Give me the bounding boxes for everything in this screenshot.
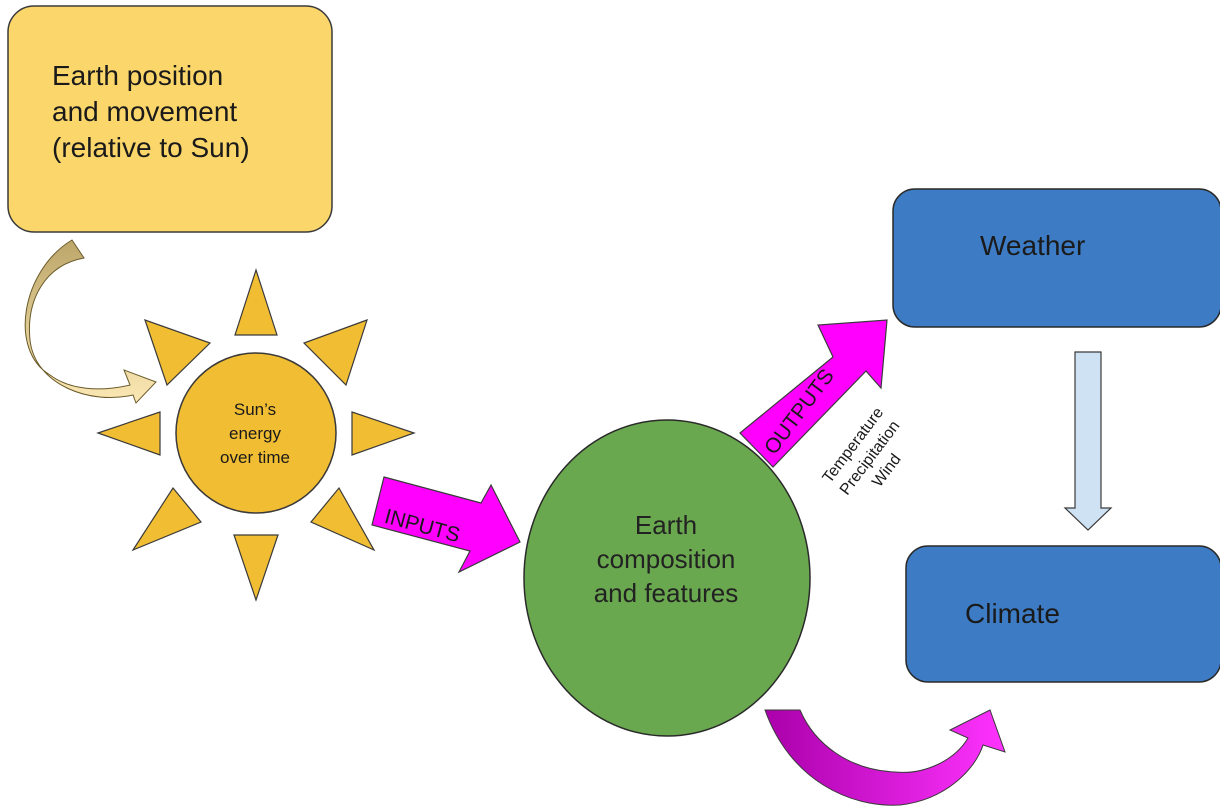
climate-box bbox=[905, 545, 1220, 683]
sun-ray-top-left bbox=[144, 319, 212, 387]
sun-ray-bottom bbox=[233, 534, 279, 602]
outputs-arrow bbox=[739, 319, 888, 468]
sun-ray-top-right bbox=[302, 319, 368, 387]
earth-position-line: Earth position bbox=[52, 60, 224, 91]
earth-position-label: Earth position and movement (relative to… bbox=[52, 58, 322, 166]
sun-circle bbox=[175, 352, 337, 514]
earth-composition-line: composition bbox=[596, 544, 736, 574]
sun-ray-left bbox=[96, 411, 161, 456]
sun-label-line: Sun’s bbox=[233, 400, 277, 419]
sun-rays bbox=[96, 268, 416, 602]
earth-composition-line: and features bbox=[593, 578, 739, 608]
earth-position-box bbox=[7, 5, 333, 233]
earth-to-climate-curved-arrow bbox=[764, 709, 1006, 806]
sun-ray-right bbox=[351, 411, 416, 456]
sun-label: Sun’s energy over time bbox=[190, 398, 320, 470]
earth-position-line: and movement bbox=[52, 96, 238, 127]
earth-position-line: (relative to Sun) bbox=[52, 132, 250, 163]
sun-ray-bottom-right bbox=[310, 486, 376, 552]
sun-ray-bottom-left bbox=[131, 486, 202, 552]
weather-box bbox=[892, 188, 1220, 328]
sun-label-line: over time bbox=[220, 448, 290, 467]
sun-label-line: energy bbox=[229, 424, 281, 443]
inputs-arrow bbox=[371, 476, 521, 574]
weather-label: Weather bbox=[980, 230, 1086, 261]
earth-composition-label: Earth composition and features bbox=[548, 508, 784, 610]
position-to-sun-curved-arrow bbox=[24, 239, 157, 404]
weather-to-climate-arrow bbox=[1063, 351, 1113, 531]
earth-ellipse bbox=[523, 419, 811, 737]
sun-ray-top bbox=[234, 268, 278, 336]
climate-label: Climate bbox=[965, 598, 1060, 629]
earth-composition-line: Earth bbox=[634, 510, 698, 540]
